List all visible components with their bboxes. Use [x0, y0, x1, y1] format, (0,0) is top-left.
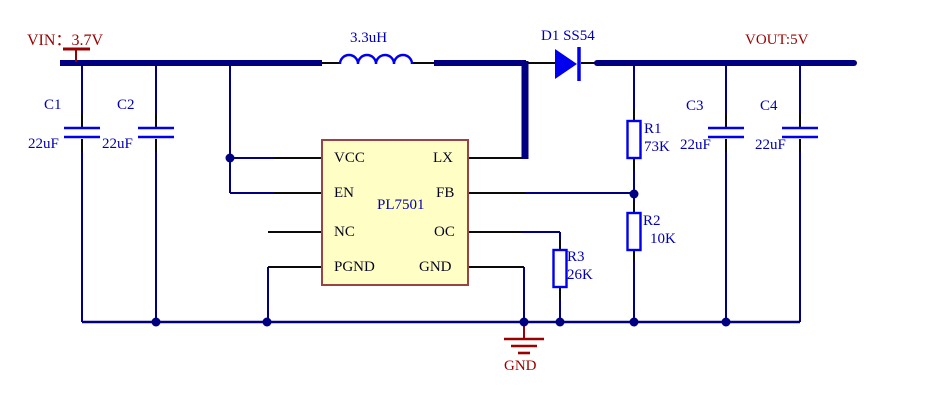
r2-value: 10K: [650, 231, 676, 247]
power-rail-top: [60, 60, 857, 159]
c3-ref: C3: [686, 98, 704, 114]
wire-vcc-en-branch: [229, 63, 274, 194]
c4-value: 22uF: [755, 137, 786, 153]
junction-dots: [151, 153, 731, 327]
ic-pin-gnd: GND: [419, 259, 452, 275]
c1-value: 22uF: [28, 136, 59, 152]
r3-value: 26K: [567, 267, 593, 283]
resistor-r1-symbol: [626, 119, 642, 160]
gnd-earth-icon: [504, 322, 544, 355]
c4-ref: C4: [760, 98, 778, 114]
ic-pin-pgnd: PGND: [334, 259, 375, 275]
r1-value: 73K: [644, 139, 670, 155]
ic-pin-en: EN: [334, 185, 354, 201]
ic-name: PL7501: [377, 197, 425, 213]
ic-pin-oc: OC: [434, 224, 455, 240]
capacitor-c2-symbol: [138, 126, 174, 139]
wires: [81, 63, 801, 324]
ic-pin-vcc: VCC: [334, 150, 365, 166]
r2-ref: R2: [643, 213, 661, 229]
resistor-r3-symbol: [552, 248, 568, 289]
c3-value: 22uF: [680, 137, 711, 153]
r3-ref: R3: [567, 249, 585, 265]
c1-ref: C1: [44, 97, 62, 113]
capacitor-c1-symbol: [64, 126, 100, 139]
pin-stubs: [81, 62, 801, 299]
capacitor-c3-symbol: [708, 126, 744, 139]
ic-pin-nc: NC: [334, 224, 355, 240]
r1-ref: R1: [644, 121, 662, 137]
wire-oc: [520, 231, 561, 240]
inductor-value: 3.3uH: [350, 30, 388, 46]
c2-ref: C2: [117, 97, 135, 113]
gnd-net-label: GND: [504, 358, 537, 374]
inductor-symbol: [338, 53, 414, 65]
ic-pin-fb: FB: [436, 185, 455, 201]
diode-label: D1 SS54: [541, 28, 595, 44]
vin-net-label: VIN：3.7V: [27, 32, 103, 49]
ic-body: [321, 139, 469, 286]
vout-net-label: VOUT:5V: [745, 32, 809, 48]
ic-pin-lx: LX: [433, 150, 453, 166]
vin-power-bar-icon: [63, 47, 90, 62]
diode-symbol: [555, 47, 581, 81]
c2-value: 22uF: [102, 136, 133, 152]
capacitor-c4-symbol: [782, 126, 818, 139]
resistor-r2-symbol: [626, 211, 642, 252]
